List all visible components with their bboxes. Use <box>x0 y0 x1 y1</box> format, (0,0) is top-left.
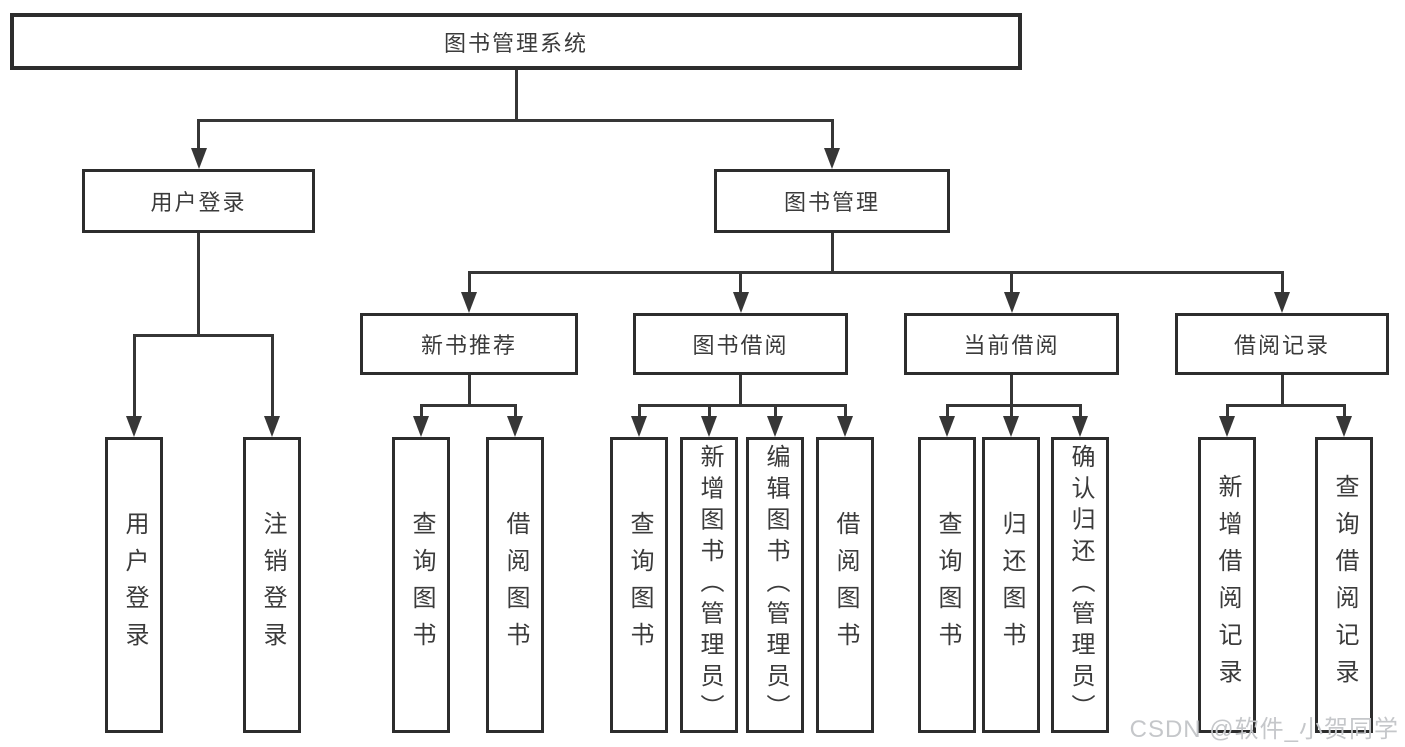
arrow-down-icon <box>732 292 749 313</box>
arrow-down-icon <box>939 416 955 437</box>
node-leaf-edit-book: 编辑图书（管理员） <box>746 437 804 733</box>
node-leaf-borrow-book-2: 借阅图书 <box>816 437 874 733</box>
node-leaf-logout: 注销登录 <box>243 437 301 733</box>
node-leaf-query-book-2: 查询图书 <box>610 437 668 733</box>
node-label: 查询借阅记录 <box>1331 474 1358 696</box>
node-leaf-add-record: 新增借阅记录 <box>1198 437 1256 733</box>
node-label: 编辑图书（管理员） <box>762 444 789 726</box>
node-label: 查询图书 <box>934 511 961 659</box>
arrow-down-icon <box>413 416 429 437</box>
node-label: 查询图书 <box>626 511 653 659</box>
connector-stub-current <box>1010 375 1013 405</box>
node-label: 确认归还（管理员） <box>1067 444 1094 726</box>
connector-drop-current <box>1010 272 1013 297</box>
connector-drop-borrow <box>739 272 742 297</box>
arrow-down-icon <box>126 416 142 437</box>
node-root: 图书管理系统 <box>10 13 1022 70</box>
connector-stub-recommend <box>467 375 471 405</box>
connector-stub-records <box>1280 375 1284 405</box>
node-label: 注销登录 <box>259 511 286 659</box>
node-label: 查询图书 <box>408 511 435 659</box>
connector-drop-leaf-logout <box>270 335 274 421</box>
connector-drop-mgmt <box>830 120 834 153</box>
connector-bar-root <box>197 118 834 122</box>
node-records: 借阅记录 <box>1175 313 1389 375</box>
connector-drop-leaf-query-book-1 <box>419 405 423 421</box>
node-leaf-query-record: 查询借阅记录 <box>1315 437 1373 733</box>
connector-drop-leaf-borrow-book-2 <box>843 405 847 421</box>
arrow-down-icon <box>767 416 783 437</box>
node-label: 图书管理系统 <box>443 30 588 56</box>
node-label: 图书管理 <box>783 190 880 215</box>
connector-drop-leaf-user-login <box>132 335 136 421</box>
connector-stub-borrow <box>739 375 742 405</box>
connector-drop-leaf-query-book-2 <box>637 405 641 421</box>
node-leaf-query-book-3: 查询图书 <box>918 437 976 733</box>
node-leaf-query-book-1: 查询图书 <box>392 437 450 733</box>
connector-drop-leaf-borrow-book-1 <box>513 405 517 421</box>
node-leaf-return-book: 归还图书 <box>982 437 1040 733</box>
node-current: 当前借阅 <box>904 313 1119 375</box>
node-label: 用户登录 <box>150 190 247 215</box>
connector-drop-leaf-confirm-return <box>1078 405 1082 421</box>
node-label: 用户登录 <box>121 511 148 659</box>
node-leaf-confirm-return: 确认归还（管理员） <box>1051 437 1109 733</box>
connector-drop-records <box>1280 272 1284 297</box>
connector-drop-leaf-add-book <box>707 405 711 421</box>
node-borrow: 图书借阅 <box>633 313 848 375</box>
arrow-down-icon <box>461 292 477 313</box>
arrow-down-icon <box>1336 416 1352 437</box>
connector-bar-borrow <box>637 403 847 407</box>
connector-drop-leaf-add-record <box>1225 405 1229 421</box>
arrow-down-icon <box>837 416 853 437</box>
node-leaf-user-login: 用户登录 <box>105 437 163 733</box>
node-label: 当前借阅 <box>963 333 1060 358</box>
arrow-down-icon <box>264 416 280 437</box>
node-label: 借阅记录 <box>1233 333 1330 358</box>
connector-bar-login <box>132 333 274 337</box>
connector-drop-recommend <box>467 272 471 297</box>
node-leaf-borrow-book-1: 借阅图书 <box>486 437 544 733</box>
arrow-down-icon <box>631 416 647 437</box>
arrow-down-icon <box>1003 416 1019 437</box>
arrow-down-icon <box>190 148 207 169</box>
connector-drop-leaf-return-book <box>1009 405 1013 421</box>
connector-bar-records <box>1225 403 1346 407</box>
node-label: 新增借阅记录 <box>1214 474 1241 696</box>
arrow-down-icon <box>507 416 523 437</box>
arrow-down-icon <box>824 148 840 169</box>
connector-bar-mgmt <box>467 270 1284 274</box>
node-label: 新书推荐 <box>420 333 517 358</box>
connector-bar-current <box>945 403 1082 407</box>
arrow-down-icon <box>1003 292 1020 313</box>
connector-drop-leaf-query-record <box>1342 405 1346 421</box>
node-leaf-add-book: 新增图书（管理员） <box>680 437 738 733</box>
node-label: 借阅图书 <box>832 511 859 659</box>
connector-drop-leaf-edit-book <box>773 405 777 421</box>
connector-stub-root <box>514 70 518 120</box>
connector-drop-leaf-query-book-3 <box>945 405 949 421</box>
node-label: 新增图书（管理员） <box>696 444 723 726</box>
connector-stub-mgmt <box>830 233 834 272</box>
node-recommend: 新书推荐 <box>360 313 578 375</box>
arrow-down-icon <box>1072 416 1088 437</box>
arrow-down-icon <box>1274 292 1290 313</box>
connector-bar-recommend <box>419 403 517 407</box>
node-label: 借阅图书 <box>502 511 529 659</box>
connector-drop-login <box>197 120 200 153</box>
node-login: 用户登录 <box>82 169 315 233</box>
node-label: 图书借阅 <box>692 333 789 358</box>
arrow-down-icon <box>1219 416 1235 437</box>
node-mgmt: 图书管理 <box>714 169 950 233</box>
node-label: 归还图书 <box>998 511 1025 659</box>
connector-stub-login <box>197 233 200 335</box>
arrow-down-icon <box>701 416 717 437</box>
watermark: CSDN @软件_小贺同学 <box>1129 716 1399 743</box>
